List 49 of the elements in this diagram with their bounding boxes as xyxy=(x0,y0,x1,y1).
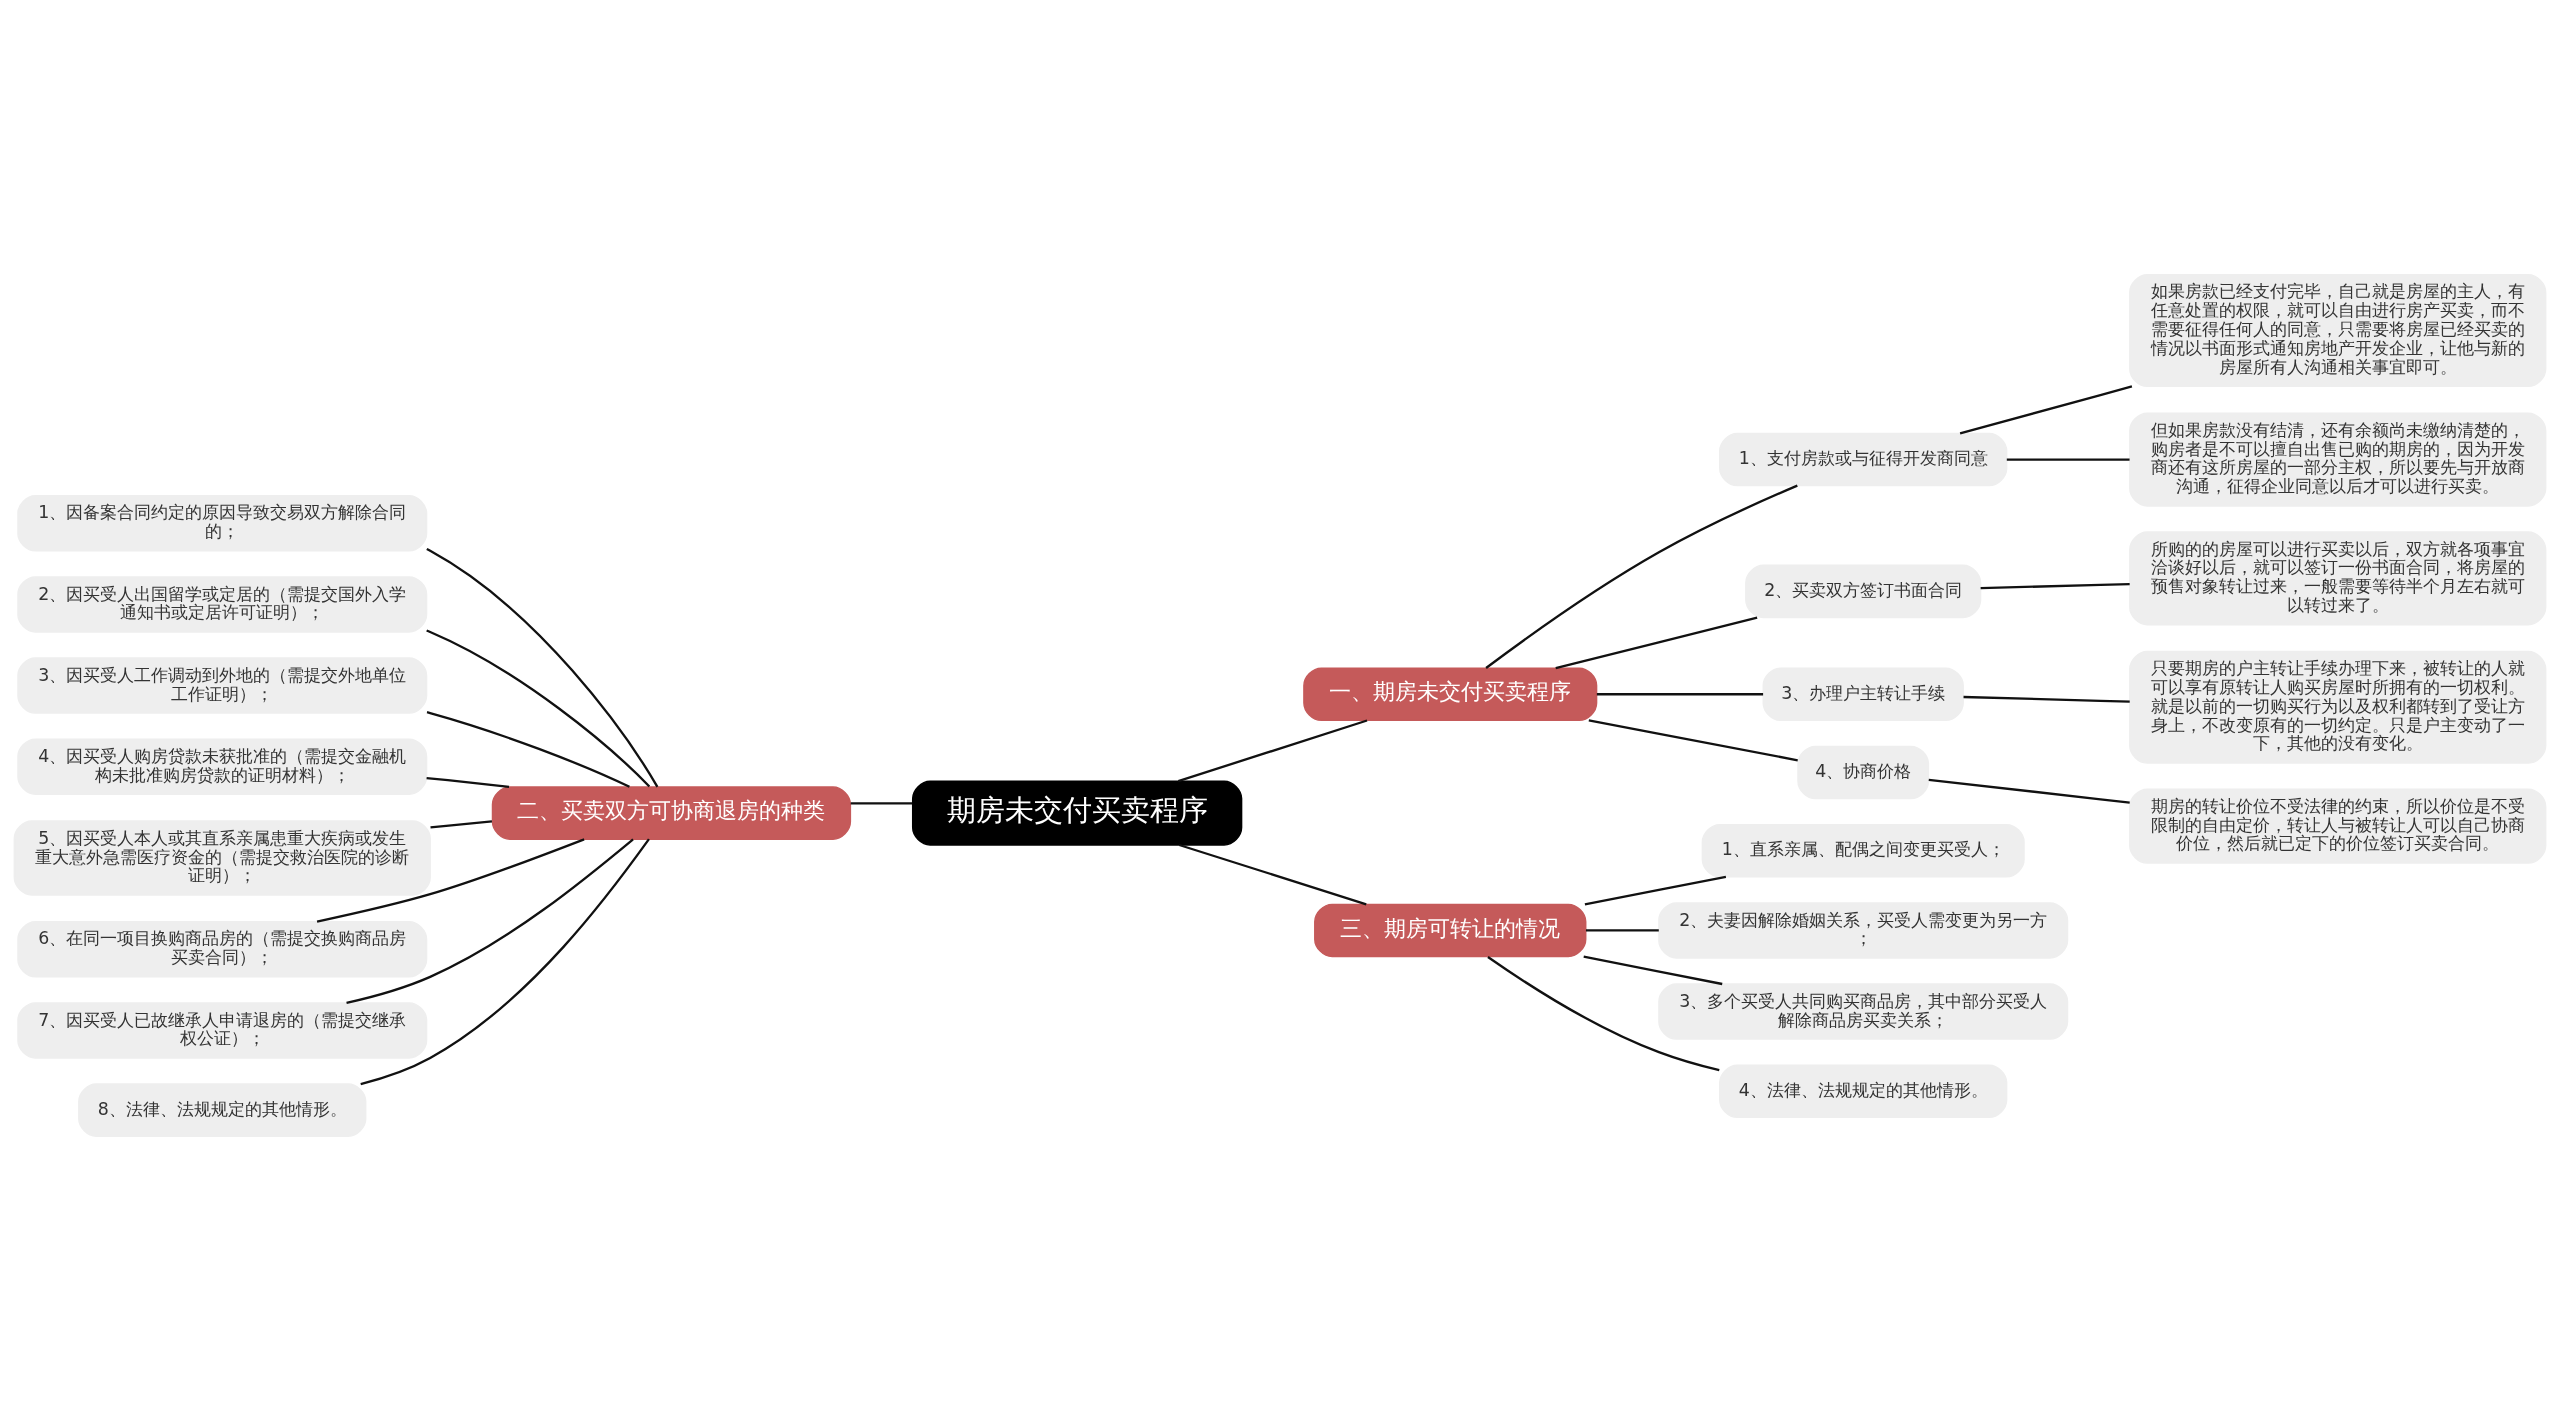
connector xyxy=(850,802,913,805)
connector xyxy=(1178,843,1367,906)
node-box: 三、期房可转让的情况 xyxy=(1314,903,1587,958)
connector xyxy=(430,820,493,829)
node-box: 1、因备案合同约定的原因导致交易双方解除合同的； xyxy=(17,495,428,552)
connector xyxy=(1596,693,1764,696)
connector xyxy=(426,629,651,788)
connector xyxy=(1177,719,1368,783)
connector xyxy=(1980,582,2130,590)
node-box: 4、法律、法规规定的其他情形。 xyxy=(1719,1064,2008,1119)
connector xyxy=(1928,778,2130,804)
node-box: 2、因买受人出国留学或定居的（需提交国外入学通知书或定居许可证明）； xyxy=(17,576,428,633)
connector xyxy=(2006,458,2130,461)
node-box: 一、期房未交付买卖程序 xyxy=(1303,667,1598,722)
connector xyxy=(1963,695,2130,703)
connector xyxy=(346,838,634,1004)
node-box: 6、在同一项目换购商品房的（需提交换购商品房买卖合同）； xyxy=(17,921,428,978)
node-box: 如果房款已经支付完毕，自己就是房屋的主人，有任意处置的权限，就可以自由进行房产买卖，而不需要征得任何人的同意，只需要将房屋已经买卖的情况以书面形式通知房地产开发企业，让他与新的房屋所有人沟通相关事宜即可。 xyxy=(2129,274,2547,388)
connector xyxy=(360,838,650,1086)
connector xyxy=(316,838,585,923)
node-box: 7、因买受人已故继承人申请退房的（需提交继承权公证）； xyxy=(17,1002,428,1059)
connector xyxy=(1959,385,2133,435)
node-box: 5、因买受人本人或其直系亲属患重大疾病或发生重大意外急需医疗资金的（需提交救治医院的诊断证明）； xyxy=(13,820,431,896)
node-box: 4、协商价格 xyxy=(1797,745,1930,800)
node-box: 只要期房的户主转让手续办理下来，被转让的人就可以享有原转让人购买房屋时所拥有的一切权利。就是以前的一切购买行为以及权利都转到了受让方身上，不改变原有的一切约定。只是户主变动了一下，其他的没有变化。 xyxy=(2129,650,2547,764)
node-box: 1、支付房款或与征得开发商同意 xyxy=(1719,432,2008,487)
connector xyxy=(426,548,659,788)
connector xyxy=(1555,616,1758,670)
node-box: 但如果房款没有结清，还有余额尚未缴纳清楚的，购房者是不可以擅自出售已购的期房的，因为开发商还有这所房屋的一部分主权，所以要先与开放商沟通，征得企业同意以后才可以进行买卖。 xyxy=(2129,412,2547,507)
connector xyxy=(1487,956,1720,1072)
node-box: 8、法律、法规规定的其他情形。 xyxy=(78,1083,367,1137)
node-box: 二、买卖双方可协商退房的种类 xyxy=(491,786,852,840)
node-box: 3、多个买受人共同购买商品房，其中部分买受人解除商品房买卖关系； xyxy=(1658,983,2069,1040)
node-box: 1、直系亲属、配偶之间变更买受人； xyxy=(1701,823,2025,878)
node-box: 3、因买受人工作调动到外地的（需提交外地单位工作证明）； xyxy=(17,657,428,714)
connector xyxy=(1485,484,1798,669)
connector xyxy=(1588,719,1798,762)
node-box: 2、夫妻因解除婚姻关系，买受人需变更为另一方； xyxy=(1658,902,2069,959)
node-box: 期房的转让价位不受法律的约束，所以价位是不受限制的自由定价，转让人与被转让人可以自己协商价位，然后就已定下的价位签订买卖合同。 xyxy=(2129,788,2547,864)
connector xyxy=(426,711,630,788)
node-box: 2、买卖双方签订书面合同 xyxy=(1745,564,1982,619)
node-box: 3、办理户主转让手续 xyxy=(1762,667,1964,722)
node-box: 4、因买受人购房贷款未获批准的（需提交金融机构未批准购房贷款的证明材料）； xyxy=(17,738,428,795)
node-box: 期房未交付买卖程序 xyxy=(911,780,1243,846)
connector xyxy=(426,776,510,789)
node-box: 所购的的房屋可以进行买卖以后，双方就各项事宜洽谈好以后，就可以签订一份书面合同，将房屋的预售对象转让过来，一般需要等待半个月左右就可以转过来了。 xyxy=(2129,531,2547,626)
connector xyxy=(1583,955,1723,986)
connector xyxy=(1584,875,1727,906)
connector xyxy=(1585,929,1659,932)
